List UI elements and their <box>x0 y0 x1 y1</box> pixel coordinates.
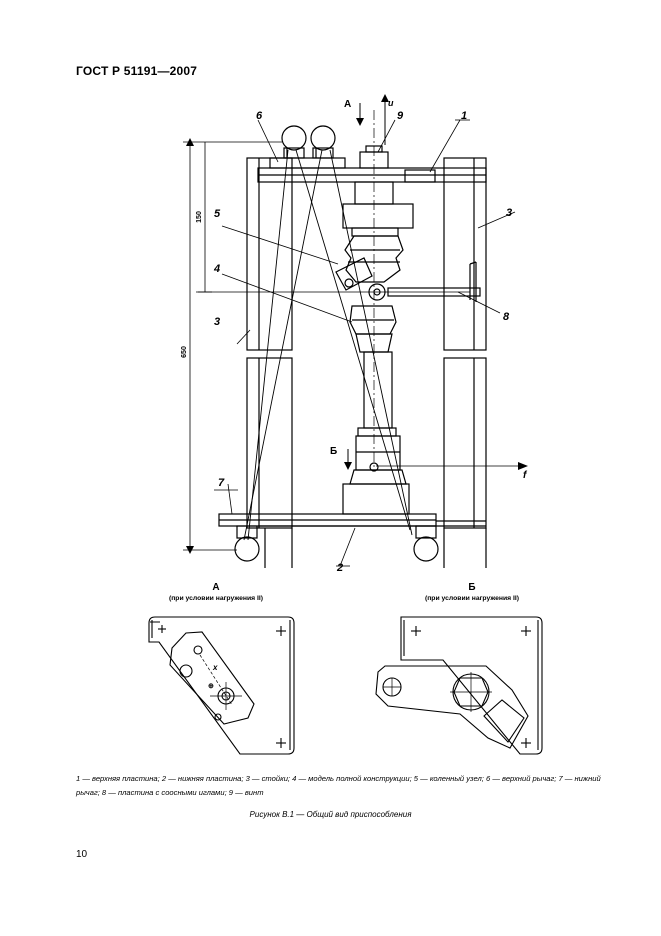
page-number: 10 <box>76 849 88 860</box>
screw-assembly <box>359 110 389 470</box>
dimension-upper: 150 <box>196 211 203 223</box>
label-3-left: 3 <box>214 316 220 328</box>
view-letter-b: Б <box>330 446 337 457</box>
part-labels: 6 9 1 3 5 4 3 8 7 2 <box>213 110 512 574</box>
force-lines <box>196 291 525 467</box>
detail-view-a: А (при условии нагружения II) x ⊕ <box>148 582 295 755</box>
label-9: 9 <box>397 110 404 122</box>
axis-label-u: u <box>388 98 394 108</box>
dimension-lines <box>183 141 282 551</box>
label-3-right: 3 <box>506 207 512 219</box>
axis-label-f: f <box>523 470 528 481</box>
label-1: 1 <box>461 110 467 122</box>
svg-text:x: x <box>212 663 218 672</box>
leader-lines <box>214 119 516 567</box>
label-8: 8 <box>503 311 510 323</box>
svg-text:⊕: ⊕ <box>208 683 214 690</box>
figure-caption: Рисунок В.1 — Общий вид приспособления <box>249 810 412 819</box>
view-a-title: А <box>212 582 219 593</box>
top-lever-rollers <box>281 125 336 159</box>
label-5: 5 <box>214 208 221 220</box>
view-b-title: Б <box>468 582 475 593</box>
view-a-subtitle: (при условии нагружения II) <box>169 595 263 602</box>
dimension-total: 650 <box>181 346 188 358</box>
right-columns <box>443 157 487 568</box>
detail-view-b: Б (при условии нагружения II) <box>375 582 543 755</box>
label-4: 4 <box>213 263 220 275</box>
label-7: 7 <box>218 477 225 489</box>
view-letter-a: А <box>344 99 351 110</box>
lever-diagonals <box>243 149 413 541</box>
arrow-heads <box>186 94 528 554</box>
bottom-lever-rollers <box>234 525 439 562</box>
label-2: 2 <box>336 562 343 574</box>
view-b-subtitle: (при условии нагружения II) <box>425 595 519 602</box>
label-6: 6 <box>256 110 263 122</box>
left-columns <box>246 157 293 568</box>
tibia-model <box>342 351 410 515</box>
knee-unit <box>335 181 414 353</box>
figure-legend: 1 — верхняя пластина; 2 — нижняя пластин… <box>76 774 601 797</box>
document-header: ГОСТ Р 51191—2007 <box>76 64 198 78</box>
bottom-plate <box>218 513 486 527</box>
